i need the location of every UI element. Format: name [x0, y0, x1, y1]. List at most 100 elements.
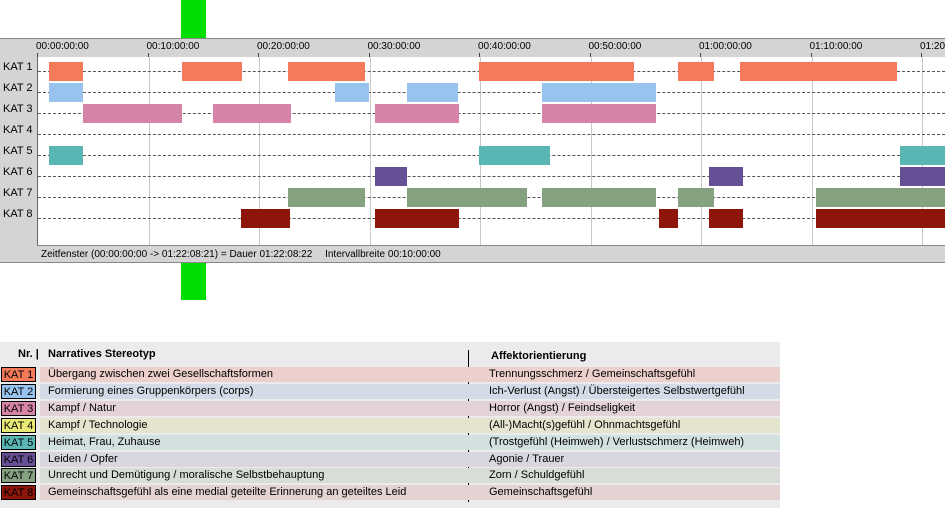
stereotype-text: Übergang zwischen zwei Gesellschaftsform…	[48, 368, 273, 380]
timeline-segment[interactable]	[899, 146, 945, 165]
timeline-segment[interactable]	[478, 146, 550, 165]
track-area[interactable]	[37, 57, 945, 245]
playhead-marker-top[interactable]	[181, 0, 206, 38]
affect-text: (All-)Macht(s)gefühl / Ohnmachtsgefühl	[489, 418, 681, 431]
timeline-segment[interactable]	[374, 167, 407, 186]
legend-row-background	[40, 485, 780, 501]
tick-label: 01:20	[920, 41, 945, 52]
category-label: KAT 7	[3, 187, 33, 199]
playhead-marker-bottom[interactable]	[181, 263, 206, 300]
category-badge: KAT 2	[1, 383, 36, 399]
timeline-segment[interactable]	[181, 62, 243, 81]
category-label: KAT 2	[3, 82, 33, 94]
legend-row-background	[40, 400, 780, 416]
timeline-segment[interactable]	[899, 167, 945, 186]
timeline-segment[interactable]	[541, 188, 656, 207]
grid-line	[259, 57, 260, 245]
tick-label: 01:10:00:00	[809, 41, 863, 52]
tick-label: 01:00:00:00	[699, 41, 752, 52]
category-badge: KAT 3	[1, 400, 36, 416]
timeline-segment[interactable]	[658, 209, 678, 228]
tick-mark	[921, 53, 922, 57]
legend-row-background	[40, 434, 780, 450]
affect-text: (Trostgefühl (Heimweh) / Verlustschmerz …	[489, 435, 745, 448]
legend-header-nr: Nr. |	[18, 348, 39, 360]
legend-header-stereotype: Narratives Stereotyp	[48, 348, 156, 360]
grid-line	[811, 57, 813, 245]
tick-mark	[479, 53, 480, 57]
timeline-segment[interactable]	[212, 104, 291, 123]
category-badge: KAT 7	[1, 468, 36, 484]
category-label: KAT 3	[3, 103, 33, 115]
timeline-segment[interactable]	[241, 209, 290, 228]
timeline-segment[interactable]	[739, 62, 897, 81]
legend-row-background	[40, 451, 780, 467]
timeline-segment[interactable]	[407, 83, 458, 102]
timeline-segment[interactable]	[83, 104, 182, 123]
timeline-segment[interactable]	[374, 104, 459, 123]
track-line	[38, 176, 945, 177]
affect-text: Ich-Verlust (Angst) / Übersteigertes Sel…	[489, 384, 745, 397]
track-line	[38, 218, 945, 219]
legend-row: KAT 7 Unrecht und Demütigung / moralische…	[0, 468, 780, 484]
timeline-segment[interactable]	[287, 62, 366, 81]
affect-text: Trennungsschmerz / Gemeinschaftsgefühl	[489, 368, 696, 380]
category-label: KAT 5	[3, 145, 33, 157]
stereotype-text: Unrecht und Demütigung / moralische Selb…	[48, 469, 325, 482]
timeline-segment[interactable]	[335, 83, 370, 102]
category-badge: KAT 5	[1, 434, 36, 450]
timeline-segment[interactable]	[287, 188, 366, 207]
affect-text: Gemeinschaftsgefühl	[489, 486, 593, 499]
timeline-segment[interactable]	[677, 188, 715, 207]
tick-label: 00:20:00:00	[257, 41, 310, 52]
stereotype-text: Kampf / Technologie	[48, 418, 148, 431]
time-window-text: Zeitfenster (00:00:00:00 -> 01:22:08:21)…	[41, 249, 313, 260]
timeline-segment[interactable]	[541, 104, 656, 123]
timeline-segment[interactable]	[478, 62, 634, 81]
category-label: KAT 6	[3, 166, 33, 178]
tick-mark	[589, 53, 591, 57]
grid-line	[701, 57, 702, 245]
timeline-segment[interactable]	[708, 167, 743, 186]
timeline-segment[interactable]	[677, 62, 715, 81]
tick-label: 00:10:00:00	[146, 41, 200, 52]
tick-mark	[37, 53, 38, 57]
legend-row-background	[40, 367, 780, 382]
affect-text: Agonie / Trauer	[489, 452, 565, 465]
track-line	[38, 92, 945, 93]
grid-line	[369, 57, 371, 245]
timeline-segment[interactable]	[815, 188, 945, 207]
tick-mark	[810, 53, 812, 57]
tick-mark	[147, 53, 149, 57]
timeline-segment[interactable]	[374, 209, 459, 228]
timeline-segment[interactable]	[49, 83, 84, 102]
timeline-segment[interactable]	[407, 188, 528, 207]
stereotype-text: Kampf / Natur	[48, 401, 116, 414]
tick-label: 00:30:00:00	[367, 41, 421, 52]
stereotype-text: Gemeinschaftsgefühl als eine medial gete…	[48, 486, 407, 499]
tick-label: 00:40:00:00	[478, 41, 531, 52]
legend-row: KAT 5 Heimat, Frau, Zuhause (Trostgefühl (…	[0, 434, 780, 451]
category-label: KAT 1	[3, 61, 33, 73]
interval-text: Intervallbreite 00:10:00:00	[325, 249, 441, 260]
timeline-segment[interactable]	[815, 209, 945, 228]
status-bar: Zeitfenster (00:00:00:00 -> 01:22:08:21)…	[37, 245, 945, 262]
stereotype-text: Heimat, Frau, Zuhause	[48, 435, 161, 448]
timeline-segment[interactable]	[541, 83, 656, 102]
category-badge: KAT 4	[1, 417, 36, 433]
legend-row-background	[40, 383, 780, 399]
category-label: KAT 4	[3, 124, 33, 136]
legend-header-affect: Affektorientierung	[491, 350, 587, 362]
timeline-segment[interactable]	[708, 209, 743, 228]
tick-label: 00:50:00:00	[588, 41, 642, 52]
timeline-segment[interactable]	[49, 62, 84, 81]
grid-line	[148, 57, 150, 245]
legend-row-background	[40, 417, 780, 433]
timeline-segment[interactable]	[49, 146, 84, 165]
